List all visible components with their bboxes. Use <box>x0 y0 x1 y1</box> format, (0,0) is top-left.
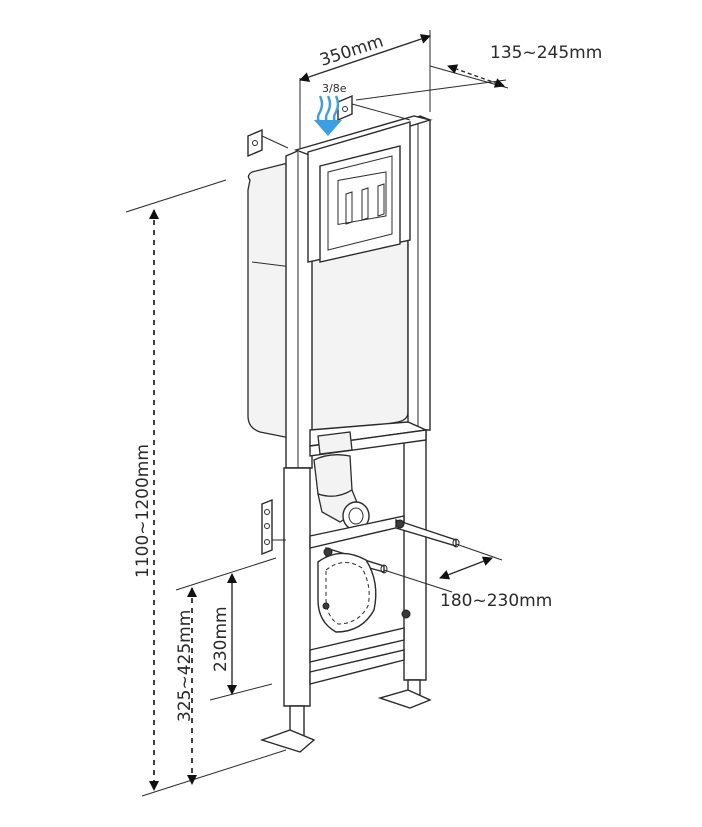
drain-pipe <box>313 431 370 531</box>
right-post <box>377 115 432 709</box>
bolt-spacing-label: 180~230mm <box>440 591 552 611</box>
top-rail <box>293 115 433 263</box>
depth-label: 135~245mm <box>490 43 602 63</box>
side-bracket <box>261 498 286 556</box>
down-arrow-icon <box>314 95 342 136</box>
width-dimension <box>299 30 431 148</box>
bracket-height-label: 325~425mm <box>175 610 195 722</box>
top-brackets <box>247 94 411 158</box>
outlet-bracket <box>317 552 411 633</box>
water-inlet-label: 3/8e <box>322 82 347 95</box>
height-label: 1100~1200mm <box>133 444 153 578</box>
left-post <box>259 149 316 753</box>
bracket-height-dimension <box>175 557 277 785</box>
height-dimension <box>125 179 287 797</box>
depth-dimension <box>355 64 509 101</box>
drain-height-label: 230mm <box>211 606 231 672</box>
width-label: 350mm <box>317 31 386 70</box>
bolt-spacing-dimension <box>383 543 503 593</box>
drain-height-dimension <box>209 573 273 701</box>
lower-rails <box>309 515 460 685</box>
